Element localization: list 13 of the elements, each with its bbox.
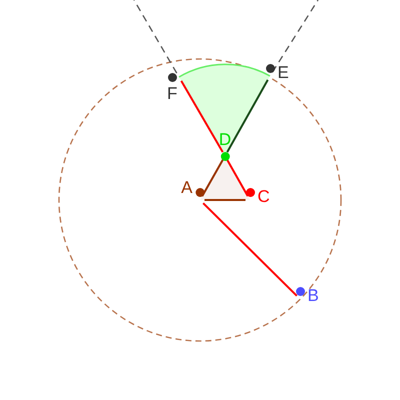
- point-label: C: [258, 188, 270, 206]
- line-segment: [180, 80, 224, 153]
- point-label: F: [167, 84, 178, 102]
- line-segment: [204, 199, 246, 201]
- point-label: B: [308, 287, 319, 305]
- dashed-line: [133, 0, 178, 74]
- line-segment: [226, 159, 249, 197]
- line-segment: [201, 159, 224, 197]
- line-segment: [226, 79, 269, 153]
- point-label: D: [218, 130, 232, 148]
- point-label: E: [278, 64, 289, 82]
- point-label: A: [181, 179, 192, 197]
- line-segment: [202, 202, 298, 297]
